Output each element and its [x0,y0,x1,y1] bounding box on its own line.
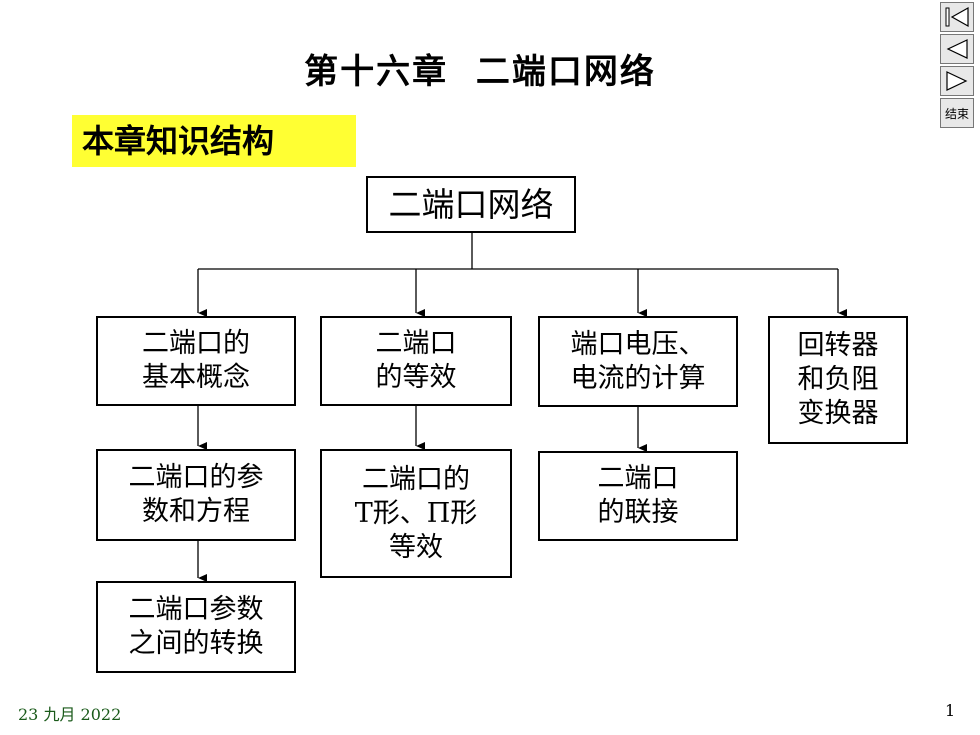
node-t-pi-equivalent: 二端口的 T形、Π形 等效 [320,449,512,578]
next-arrow-icon [946,71,968,91]
root-node-text: 二端口网络 [388,184,554,224]
footer-date: 23 九月 2022 [18,705,122,724]
node-port-calc: 端口电压、 电流的计算 [538,316,738,407]
node-text: 之间的转换 [128,628,264,659]
node-text: 变换器 [797,398,879,429]
node-text: 的联接 [597,497,679,528]
section-label: 本章知识结构 [72,115,356,167]
node-connection: 二端口 的联接 [538,451,738,541]
node-param-conversion: 二端口参数 之间的转换 [96,581,296,673]
root-node-box: 二端口网络 [366,176,576,233]
node-text: 数和方程 [142,496,250,527]
node-text: 和负阻 [797,364,879,395]
node-basic-concepts: 二端口的 基本概念 [96,316,296,406]
node-text: 二端口 [597,463,679,494]
node-text: 二端口 [375,328,457,359]
end-show-button[interactable]: 结束 [940,98,974,128]
node-text: 二端口参数 [128,594,264,625]
first-slide-button[interactable] [940,2,974,32]
node-equivalent: 二端口 的等效 [320,316,512,406]
page-title: 第十六章 二端口网络 [304,52,656,92]
node-text: 回转器 [797,330,879,361]
next-slide-button[interactable] [940,66,974,96]
node-text: 电流的计算 [570,362,706,394]
node-text: 二端口的 [362,463,470,495]
page-number: 1 [945,701,956,720]
node-text: 二端口的参 [128,462,264,493]
node-gyrator: 回转器 和负阻 变换器 [768,316,908,444]
node-text: T形、Π形 [354,497,478,529]
prev-slide-button[interactable] [940,34,974,64]
node-text: 的等效 [375,362,457,393]
first-slide-icon [945,6,969,28]
node-text: 端口电压、 [570,328,706,360]
node-params-equations: 二端口的参 数和方程 [96,449,296,541]
prev-arrow-icon [946,39,968,59]
node-text: 等效 [389,531,443,563]
node-text: 二端口的 [142,328,250,359]
node-text: 基本概念 [142,362,250,393]
slide-navigation: 结束 [940,2,976,130]
